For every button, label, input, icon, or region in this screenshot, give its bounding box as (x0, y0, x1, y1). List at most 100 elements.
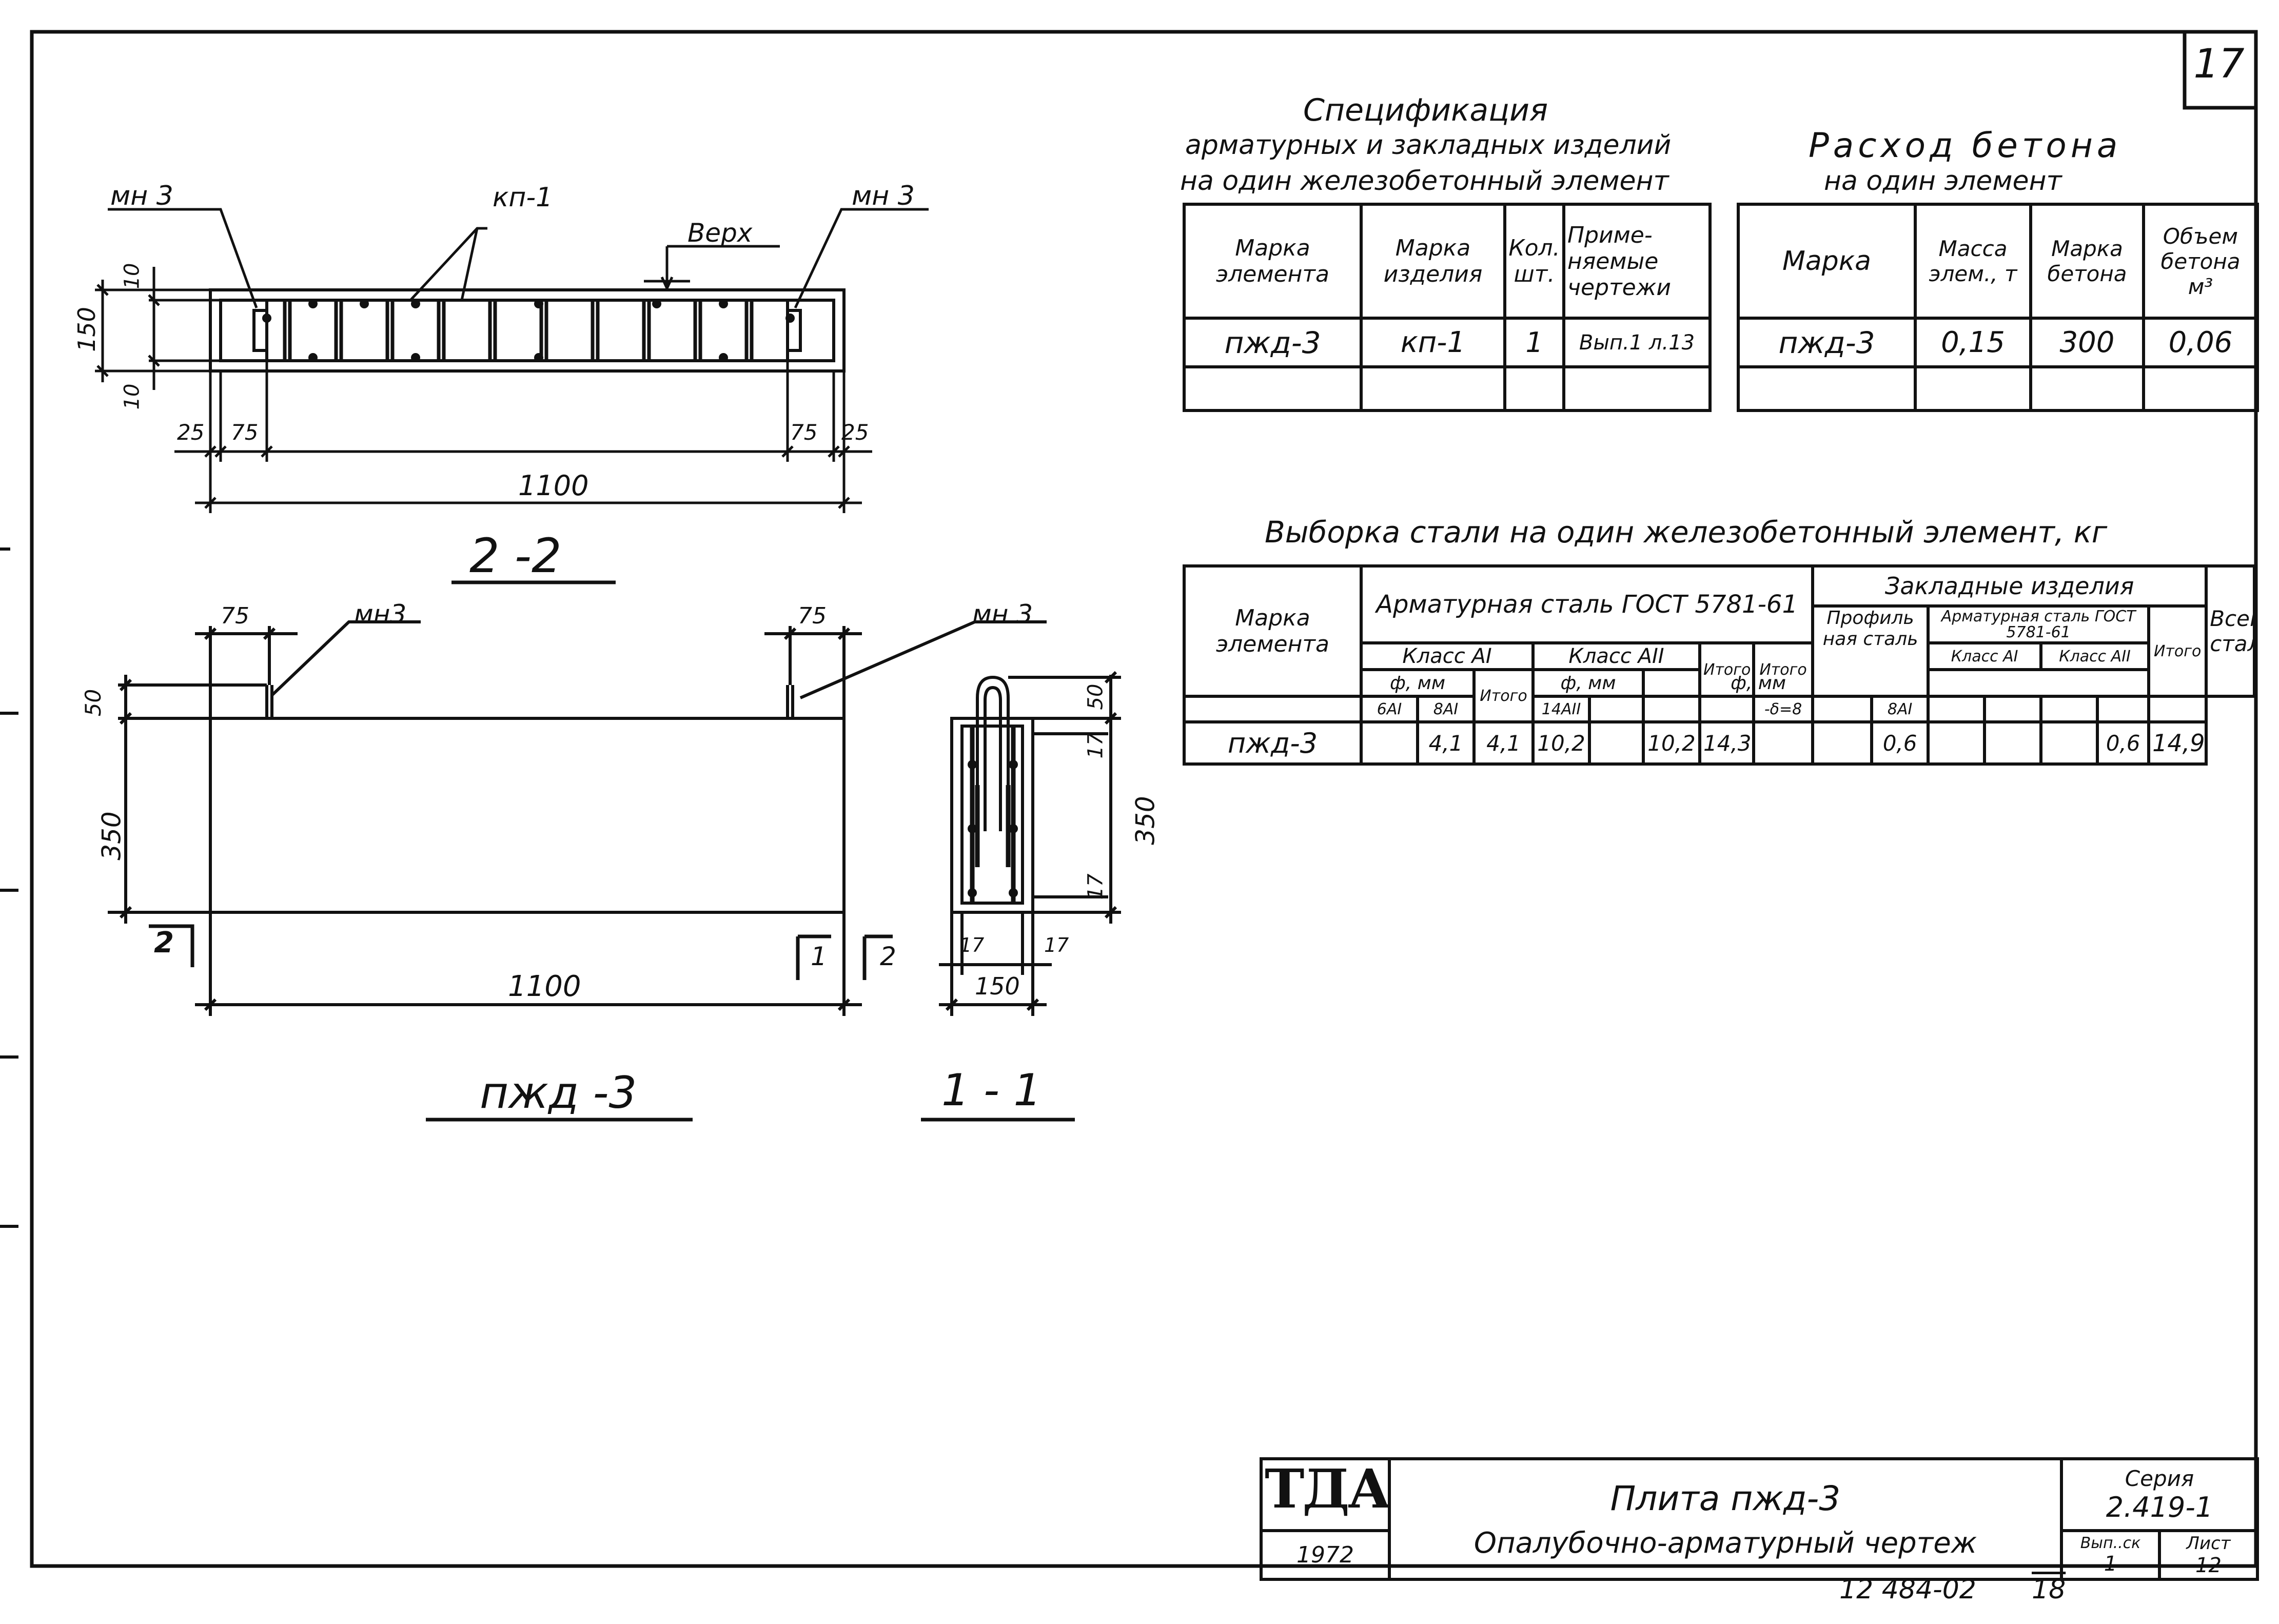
spec-cell-drawings: Вып.1 л.13 (1562, 317, 1712, 368)
steel-cell-profile-2 (1811, 720, 1874, 766)
spec-cell-qty: 1 (1503, 317, 1565, 368)
title-block-sheet-label: Лист (2186, 1533, 2231, 1554)
concrete-cell-mass: 0,15 (1914, 317, 2032, 368)
steel-header-phi-a1: ф, мм (1360, 668, 1476, 698)
spec-table: Марка элемента Марка изделия Кол. шт. Пр… (1183, 203, 1712, 412)
concrete-header-volume: Объем бетона м³ (2142, 203, 2259, 320)
section-1-1-title: 1 - 1 (941, 1065, 1042, 1116)
steel-header-emb-armature: Арматурная сталь ГОСТ 5781-61 (1927, 604, 2151, 644)
title-block-issue-cell: Вып..ск 1 (2060, 1529, 2161, 1581)
sheet-number: 17 (2193, 41, 2245, 87)
spec-header-element: Марка элемента (1183, 203, 1363, 320)
title-block-series-label: Серия (2125, 1466, 2194, 1491)
plate-dim-75-left: 75 (221, 603, 249, 629)
steel-title: Выборка стали на один железобетонный эле… (1265, 515, 2108, 550)
section-mark-right-2: 2 (880, 942, 896, 971)
concrete-title: Расход бетона (1809, 126, 2122, 165)
plate-dim-75-right: 75 (798, 603, 827, 629)
section-mark-right-1: 1 (811, 942, 827, 971)
steel-header-phi-a2: ф, мм (1531, 668, 1645, 698)
title-block-sheet: 12 (2195, 1553, 2222, 1577)
title-block-year: 1972 (1260, 1529, 1391, 1581)
section-1-1-body (950, 717, 1034, 914)
title-block-desc: Опалубочно-арматурный чертеж (1474, 1526, 1977, 1560)
steel-cell-emb-8: 0,6 (1870, 720, 1930, 766)
spec-subtitle-1: арматурных и закладных изделий (1185, 130, 1672, 161)
title-block-org-name: ТДА (1265, 1459, 1389, 1520)
steel-header-emb-phi: ф, мм (1641, 668, 1874, 698)
steel-cell-a2-blank (1588, 720, 1645, 766)
title-block-name: Плита пжд-3 (1610, 1478, 1841, 1518)
section-mark-left: 2 (154, 926, 174, 960)
steel-header-emb-itogo: Итого (2147, 604, 2208, 698)
steel-cell-total: 14,9 (2147, 720, 2208, 766)
steel-header-14a2: 14АII (1531, 695, 1591, 723)
section-1-1-drawing (799, 620, 1121, 1122)
dim-75-right: 75 (790, 420, 818, 445)
steel-header-total: Всего стали (2205, 564, 2256, 698)
spec-cell-item: кп-1 (1360, 317, 1506, 368)
steel-header-profile-sub: -δ=8 (1752, 695, 1815, 723)
steel-cell-mark: пжд-3 (1183, 720, 1363, 766)
concrete-table: Марка Масса элем., т Марка бетона Объем … (1737, 203, 2259, 412)
steel-header-class-a1: Класс АI (1360, 641, 1535, 671)
concrete-header-grade: Марка бетона (2029, 203, 2145, 320)
steel-header-armature: Арматурная сталь ГОСТ 5781-61 (1359, 564, 1815, 644)
sec11-dim-17b: 17 (1084, 873, 1108, 900)
dim-10-bottom: 10 (120, 383, 144, 410)
sec11-dim-17-right: 17 (1044, 934, 1069, 956)
spec-title: Спецификация (1303, 92, 1548, 128)
footer-code: 12 484-02 (1839, 1574, 1976, 1605)
footer-num: 18 (2032, 1574, 2066, 1605)
plate-body (209, 717, 846, 914)
steel-cell-emb-itogo: 0,6 (2096, 720, 2151, 766)
sec11-dim-17-left: 17 (959, 934, 985, 956)
dim-150: 150 (72, 307, 101, 352)
sec11-dim-17a: 17 (1084, 732, 1108, 759)
sec11-dim-350: 350 (1130, 796, 1161, 845)
plate-dim-1100: 1100 (508, 970, 581, 1003)
spec-header-drawings: Приме- няемые чертежи (1562, 203, 1712, 320)
plate-label-mn3-left: мн3 (354, 599, 407, 629)
steel-cell-a1-itogo: 4,1 (1472, 720, 1535, 766)
steel-header-emb-a1: Класс АI (1927, 641, 2043, 671)
sec11-dim-150: 150 (975, 972, 1020, 1000)
plate-title: пжд -3 (480, 1067, 637, 1119)
dim-10-top: 10 (120, 263, 144, 289)
steel-header-class-a2: Класс АII (1531, 641, 1701, 671)
steel-header-mark: Марка элемента (1183, 564, 1363, 698)
steel-cell-arm-itogo: 14,3 (1698, 720, 1755, 766)
title-block-name-cell: Плита пжд-3 Опалубочно-арматурный чертеж (1388, 1457, 2063, 1581)
spec-header-item: Марка изделия (1360, 203, 1506, 320)
concrete-cell-grade: 300 (2029, 317, 2145, 368)
steel-cell-a1-6 (1360, 720, 1419, 766)
label-mn3-left: мн 3 (110, 181, 173, 211)
concrete-subtitle: на один элемент (1824, 166, 2062, 197)
section-2-2-title: 2 -2 (469, 529, 562, 583)
title-block-issue-label: Вып..ск (2080, 1534, 2141, 1552)
section-2-2-drawing (95, 208, 929, 584)
dim-75-left: 75 (231, 420, 259, 445)
steel-header-6a1: 6АI (1360, 695, 1419, 723)
sec11-dim-50: 50 (1084, 683, 1108, 710)
title-block-org: ТДА (1260, 1457, 1391, 1532)
title-block-series: 2.419-1 (2106, 1491, 2213, 1523)
steel-header-emb-8a1: 8АI (1870, 695, 1930, 723)
spec-subtitle-2: на один железобетонный элемент (1180, 166, 1669, 197)
concrete-header-mark: Марка (1737, 203, 1917, 320)
steel-cell-a2-itogo: 10,2 (1642, 720, 1701, 766)
steel-cell-emb-b1 (1927, 720, 1987, 766)
label-kp1: кп-1 (493, 182, 553, 213)
steel-cell-emb-b2 (1983, 720, 2043, 766)
spec-header-qty: Кол. шт. (1503, 203, 1565, 320)
steel-table: Марка элемента Арматурная сталь ГОСТ 578… (1183, 564, 2256, 766)
concrete-header-mass: Масса элем., т (1914, 203, 2032, 320)
concrete-cell-volume: 0,06 (2142, 317, 2259, 368)
steel-cell-emb-b3 (2039, 720, 2099, 766)
dim-25-left: 25 (177, 420, 205, 445)
label-verh: Верх (687, 218, 753, 248)
label-mn3-section: мн 3 (972, 599, 1033, 629)
dim-1100-top: 1100 (518, 469, 589, 502)
steel-header-a1-itogo: Итого (1472, 668, 1535, 723)
